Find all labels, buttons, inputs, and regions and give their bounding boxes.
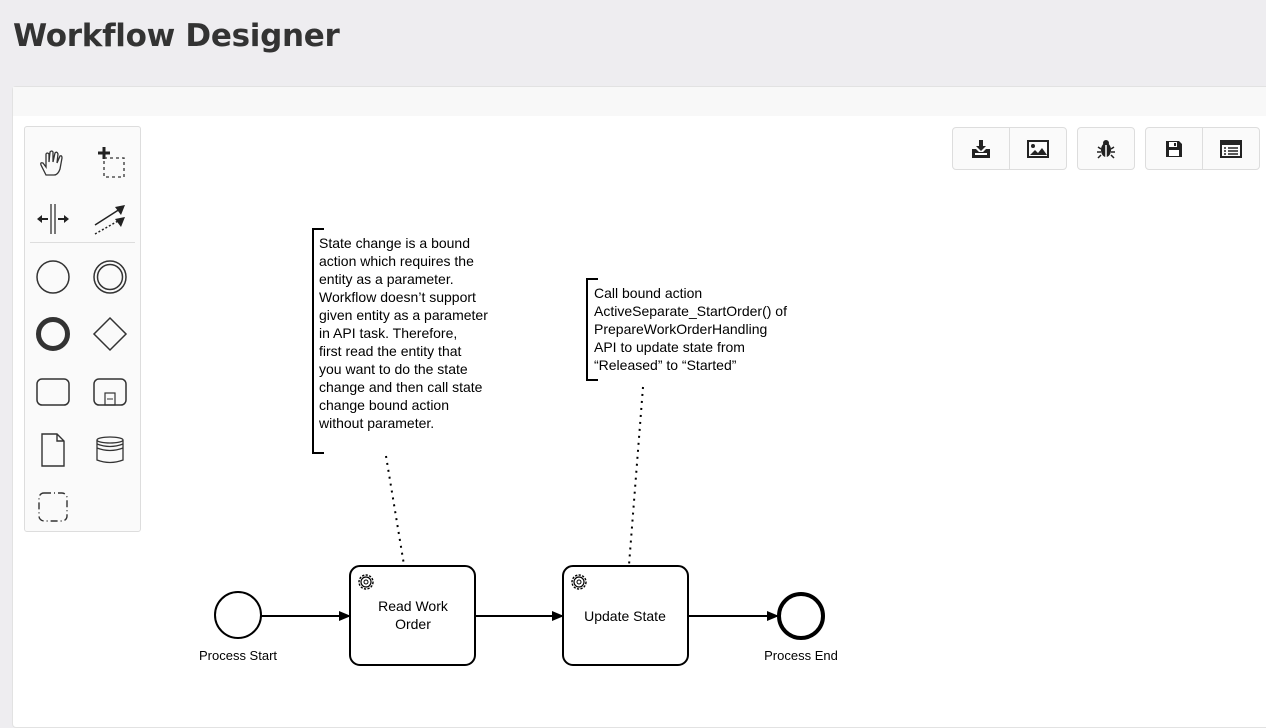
annotation-line: State change is a bound	[319, 235, 470, 251]
annotation-bracket	[312, 228, 324, 454]
bug-icon	[1097, 139, 1115, 159]
annotation-line: action which requires the	[319, 253, 474, 269]
debug-group	[1077, 127, 1135, 170]
intermediate-event-icon[interactable]	[90, 257, 130, 297]
palette-separator	[30, 242, 135, 243]
export-group	[952, 127, 1067, 170]
download-button[interactable]	[953, 128, 1009, 169]
annotation-line: change and then call state	[319, 379, 483, 395]
save-button[interactable]	[1146, 128, 1202, 169]
association-2[interactable]	[628, 386, 644, 566]
save-icon	[1166, 140, 1182, 157]
annotation-line: you want to do the state	[319, 361, 468, 377]
gear-icon	[358, 574, 374, 590]
annotation-line: PrepareWorkOrderHandling	[594, 321, 767, 337]
export-image-button[interactable]	[1009, 128, 1066, 169]
properties-button[interactable]	[1202, 128, 1259, 169]
lasso-tool-icon[interactable]	[90, 143, 130, 183]
subprocess-icon[interactable]	[90, 372, 130, 412]
start-event-icon[interactable]	[33, 257, 73, 297]
association-1[interactable]	[385, 455, 405, 566]
group-icon[interactable]	[33, 487, 73, 527]
end-event[interactable]	[777, 592, 825, 640]
connect-tool-icon[interactable]	[90, 199, 130, 239]
annotation-bracket	[586, 278, 598, 381]
start-event[interactable]	[214, 591, 262, 639]
gateway-icon[interactable]	[90, 314, 130, 354]
annotation-line: change bound action	[319, 397, 449, 413]
end-event-icon[interactable]	[33, 314, 73, 354]
task-update-state[interactable]	[562, 565, 689, 666]
tool-palette	[24, 126, 141, 532]
annotation-line: without parameter.	[318, 415, 434, 431]
list-window-icon	[1220, 139, 1242, 158]
annotation-line: given entity as a parameter	[319, 307, 488, 323]
page-title: Workflow Designer	[13, 18, 340, 54]
debug-button[interactable]	[1078, 128, 1134, 169]
end-event-label: Process End	[764, 648, 838, 663]
space-tool-icon[interactable]	[33, 199, 73, 239]
annotation-line: Workflow doesn’t support	[319, 289, 476, 305]
task-read-work-order[interactable]	[349, 565, 476, 666]
annotation-line: Call bound action	[594, 285, 702, 301]
data-object-icon[interactable]	[33, 430, 73, 470]
hand-tool-icon[interactable]	[33, 143, 73, 183]
start-event-label: Process Start	[199, 648, 277, 663]
annotation-line: entity as a parameter.	[319, 271, 454, 287]
annotation-line: in API task. Therefore,	[319, 325, 457, 341]
gear-icon	[571, 574, 587, 590]
task-label: Order	[395, 616, 431, 632]
task-label: Read Work	[378, 598, 449, 614]
download-icon	[972, 139, 990, 158]
task-label: Update State	[584, 608, 666, 624]
data-store-icon[interactable]	[90, 430, 130, 470]
annotation-1-text[interactable]: State change is a bound action which req…	[318, 235, 488, 431]
annotation-line: API to update state from	[594, 339, 745, 355]
annotation-line: ActiveSeparate_StartOrder() of	[594, 303, 787, 319]
annotation-2-text[interactable]: Call bound action ActiveSeparate_StartOr…	[594, 285, 787, 373]
save-group	[1145, 127, 1260, 170]
panel-header	[13, 87, 1266, 116]
annotation-line: “Released” to “Started”	[594, 357, 737, 373]
annotation-line: first read the entity that	[319, 343, 462, 359]
task-icon[interactable]	[33, 372, 73, 412]
image-icon	[1027, 139, 1049, 158]
